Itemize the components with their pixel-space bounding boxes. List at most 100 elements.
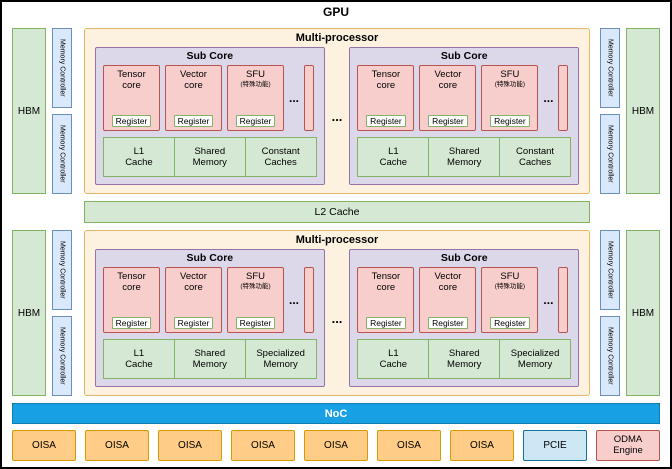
label-line: Shared xyxy=(448,347,480,359)
shared-memory-box: Shared Memory xyxy=(428,339,501,379)
memory-controller-label: Memory Controller xyxy=(58,39,66,97)
memory-controller-label: Memory Controller xyxy=(58,125,66,183)
label-line: Memory xyxy=(263,359,298,370)
extra-core-box xyxy=(558,267,569,333)
subcore: Sub Core Tensor core Register Vector cor… xyxy=(95,47,325,185)
label-line: core xyxy=(184,79,203,91)
vector-core-box: Vector core Register xyxy=(419,267,477,333)
label-line: L1 xyxy=(388,145,399,157)
label-line: Vector xyxy=(180,271,207,282)
memory-controller-box: Memory Controller xyxy=(52,114,72,194)
core-row: Tensor core Register Vector core Registe… xyxy=(357,267,571,333)
label-line: Vector xyxy=(434,69,462,80)
subcore: Sub Core Tensor core Register Vector cor… xyxy=(95,249,325,387)
label-line: Caches xyxy=(518,157,552,168)
register-box: Register xyxy=(173,115,214,127)
register-box: Register xyxy=(490,317,530,329)
odma-engine-box: ODMA Engine xyxy=(596,430,660,461)
memory-row: L1 Cache Shared Memory Constant Caches xyxy=(103,137,317,177)
vector-core-label: Vector core xyxy=(434,271,462,294)
ellipsis: ... xyxy=(331,108,343,124)
memory-controller-column: Memory Controller Memory Controller xyxy=(600,28,620,194)
vector-core-label: Vector core xyxy=(180,271,207,294)
sfu-label: SFU (特殊功能) xyxy=(494,69,526,88)
hbm-box: HBM xyxy=(626,28,660,194)
memory-controller-label: Memory Controller xyxy=(606,125,614,183)
label-line: core xyxy=(184,281,203,293)
specialized-memory-box: Specialized Memory xyxy=(499,339,571,379)
label-line: Specialized xyxy=(256,347,305,359)
memory-controller-column: Memory Controller Memory Controller xyxy=(52,230,72,396)
oisa-box: OISA xyxy=(85,430,149,461)
hbm-box: HBM xyxy=(12,230,46,396)
vector-core-box: Vector core Register xyxy=(165,65,222,131)
label-line: Memory xyxy=(517,359,553,370)
register-box: Register xyxy=(428,115,468,127)
memory-controller-label: Memory Controller xyxy=(606,39,614,97)
shared-memory-box: Shared Memory xyxy=(428,137,501,177)
ellipsis: ... xyxy=(543,91,554,105)
label-line: Cache xyxy=(125,157,153,168)
register-box: Register xyxy=(235,317,276,329)
core-row: Tensor core Register Vector core Registe… xyxy=(103,65,317,131)
label-line: Tensor xyxy=(117,271,146,282)
sfu-label: SFU (特殊功能) xyxy=(240,69,270,88)
register-box: Register xyxy=(366,115,406,127)
memory-controller-box: Memory Controller xyxy=(52,230,72,310)
memory-controller-box: Memory Controller xyxy=(600,316,620,396)
memory-controller-column: Memory Controller Memory Controller xyxy=(600,230,620,396)
label-line: core xyxy=(376,79,396,91)
tensor-core-box: Tensor core Register xyxy=(103,65,160,131)
core-row: Tensor core Register Vector core Registe… xyxy=(357,65,571,131)
label-line: Tensor xyxy=(371,271,401,282)
tensor-core-label: Tensor core xyxy=(117,271,146,294)
oisa-box: OISA xyxy=(304,430,368,461)
label-line: L1 xyxy=(388,347,399,359)
label-line: Memory xyxy=(192,157,227,168)
ellipsis: ... xyxy=(331,310,343,326)
label-line: SFU xyxy=(500,271,520,282)
oisa-box: OISA xyxy=(158,430,222,461)
label-line: OISA xyxy=(470,439,494,451)
label-line: SFU xyxy=(246,69,265,80)
label-line: Specialized xyxy=(510,347,560,359)
memory-row: L1 Cache Shared Memory Specialized Memor… xyxy=(357,339,571,379)
subcore-title: Sub Core xyxy=(440,252,488,264)
label-line: (特殊功能) xyxy=(240,282,271,290)
label-line: OISA xyxy=(324,439,348,451)
label-line: PCIE xyxy=(543,439,567,451)
subcore-title: Sub Core xyxy=(186,50,234,62)
label-line: Vector xyxy=(434,271,462,282)
label-line: core xyxy=(438,281,458,293)
memory-controller-box: Memory Controller xyxy=(52,28,72,108)
label-line: (特殊功能) xyxy=(494,80,526,88)
extra-core-box xyxy=(304,65,315,131)
hbm-box: HBM xyxy=(626,230,660,396)
memory-row: L1 Cache Shared Memory Constant Caches xyxy=(357,137,571,177)
label-line: OISA xyxy=(32,439,56,451)
label-line: Cache xyxy=(125,359,153,370)
register-box: Register xyxy=(111,115,152,127)
label-line: (特殊功能) xyxy=(494,282,526,290)
core-row: Tensor core Register Vector core Registe… xyxy=(103,267,317,333)
l1-cache-box: L1 Cache xyxy=(103,137,175,177)
multiprocessor-body: Sub Core Tensor core Register Vector cor… xyxy=(95,249,579,387)
vector-core-box: Vector core Register xyxy=(165,267,222,333)
noc-bar: NoC xyxy=(12,403,660,424)
subcore-title: Sub Core xyxy=(186,252,234,264)
oisa-box: OISA xyxy=(377,430,441,461)
label-line: OISA xyxy=(105,439,129,451)
sfu-box: SFU (特殊功能) Register xyxy=(481,267,539,333)
pcie-box: PCIE xyxy=(523,430,587,461)
oisa-box: OISA xyxy=(12,430,76,461)
sfu-label: SFU (特殊功能) xyxy=(494,271,526,290)
label-line: Caches xyxy=(264,157,297,168)
label-line: OISA xyxy=(251,439,275,451)
hbm-box: HBM xyxy=(12,28,46,194)
vector-core-box: Vector core Register xyxy=(419,65,477,131)
label-line: OISA xyxy=(178,439,202,451)
memory-controller-label: Memory Controller xyxy=(58,327,66,385)
ellipsis: ... xyxy=(543,293,554,307)
label-line: Memory xyxy=(192,359,227,370)
